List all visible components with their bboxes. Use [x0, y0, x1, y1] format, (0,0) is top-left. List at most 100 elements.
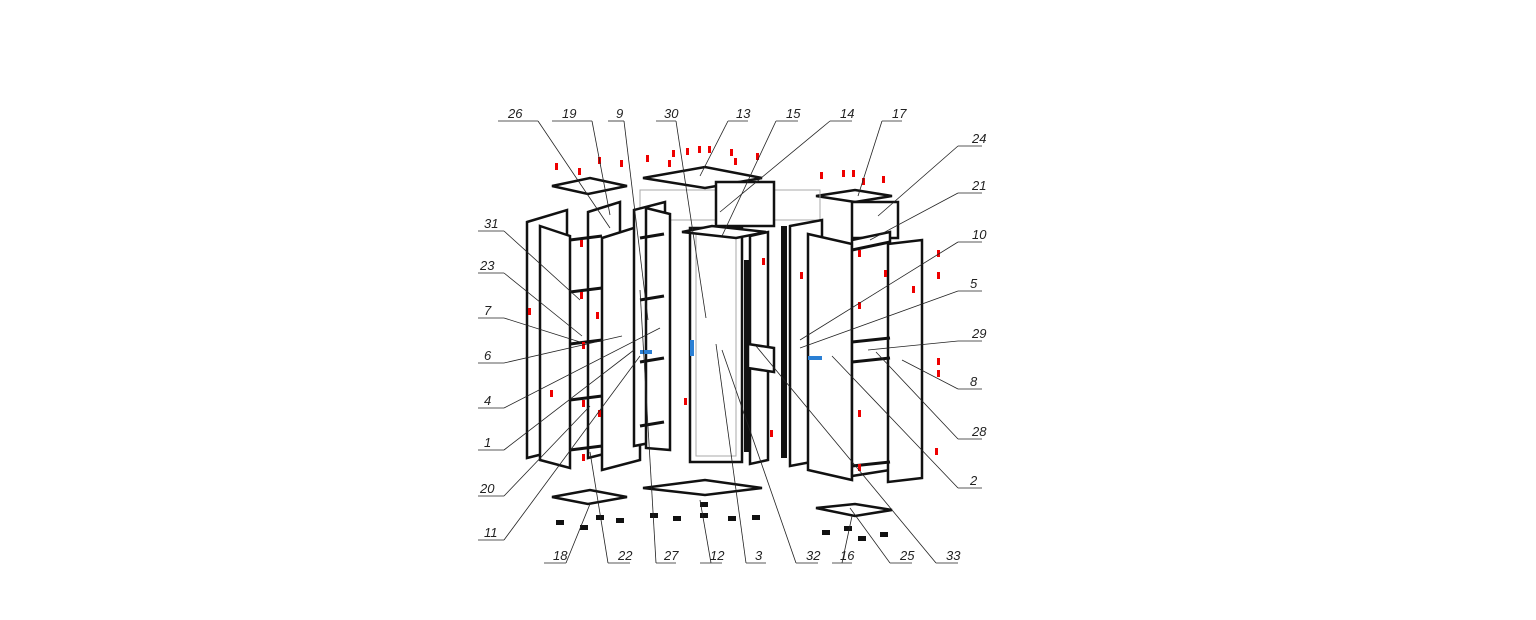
callout-label: 10	[972, 227, 987, 242]
callout-6: 6	[478, 335, 623, 364]
callout-17: 17	[857, 106, 907, 197]
fastener	[708, 146, 711, 153]
leveling-foot	[616, 518, 624, 523]
fastener	[852, 170, 855, 177]
leader-line	[537, 120, 611, 229]
callout-label: 7	[484, 303, 492, 318]
fastener	[620, 160, 623, 167]
callout-16: 16	[832, 515, 855, 564]
callout-label: 17	[892, 106, 907, 121]
leader-line	[799, 241, 959, 341]
leveling-foot	[728, 516, 736, 521]
leader-line	[503, 349, 635, 451]
callout-32: 32	[721, 349, 821, 564]
callout-label: 6	[484, 348, 492, 363]
leader-line	[841, 515, 853, 564]
fastener	[578, 168, 581, 175]
callout-20: 20	[478, 405, 591, 497]
plinth-left	[551, 488, 628, 506]
leveling-foot	[650, 513, 658, 518]
leader-line	[503, 230, 581, 301]
leader-line	[503, 317, 581, 343]
leveling-foot	[858, 536, 866, 541]
plinth-corner	[642, 478, 763, 497]
callout-18: 18	[544, 503, 591, 564]
leader-line	[719, 120, 831, 213]
callout-label: 11	[484, 525, 498, 540]
top-panel-right	[815, 188, 893, 204]
fastener	[550, 390, 553, 397]
leader-line	[755, 345, 937, 564]
callout-label: 31	[484, 216, 498, 231]
right-inner-panel	[850, 230, 892, 478]
fastener	[698, 146, 701, 153]
fastener	[858, 302, 861, 309]
callout-4: 4	[478, 327, 661, 409]
callout-label: 32	[806, 548, 821, 563]
top-panel-left	[551, 176, 628, 196]
callout-1: 1	[478, 349, 635, 451]
callout-19: 19	[552, 106, 611, 216]
fastener	[555, 163, 558, 170]
fastener	[596, 312, 599, 319]
callout-label: 30	[664, 106, 679, 121]
leveling-foot	[556, 520, 564, 525]
fastener	[937, 272, 940, 279]
leader-line	[901, 359, 959, 390]
callout-12: 12	[699, 499, 725, 564]
fasteners	[528, 146, 940, 471]
fastener	[582, 342, 585, 349]
leveling-foot	[844, 526, 852, 531]
leveling-foot	[580, 525, 588, 530]
callout-33: 33	[755, 345, 961, 564]
fastener	[884, 270, 887, 277]
bracket-33	[746, 342, 776, 374]
fastener	[937, 250, 940, 257]
callout-label: 29	[971, 326, 986, 341]
leader-line	[565, 503, 591, 564]
leader-line	[699, 120, 729, 177]
callout-13: 13	[699, 106, 751, 177]
callout-26: 26	[498, 106, 611, 229]
fastener	[686, 148, 689, 155]
fastener	[820, 172, 823, 179]
left-door	[538, 224, 572, 470]
callout-8: 8	[901, 359, 982, 390]
fastener	[937, 358, 940, 365]
fastener	[580, 240, 583, 247]
callout-label: 26	[507, 106, 523, 121]
callout-label: 20	[479, 481, 495, 496]
leveling-foot	[700, 502, 708, 507]
callout-14: 14	[719, 106, 854, 213]
callout-label: 15	[786, 106, 801, 121]
hinge	[808, 356, 822, 360]
leveling-foot	[700, 513, 708, 518]
fastener	[935, 448, 938, 455]
callout-label: 21	[971, 178, 986, 193]
callout-22: 22	[589, 451, 633, 564]
callout-9: 9	[608, 106, 649, 321]
leveling-foot	[673, 516, 681, 521]
leader-line	[503, 335, 623, 364]
fastener	[672, 150, 675, 157]
leader-line	[721, 349, 797, 564]
callout-24: 24	[877, 131, 986, 217]
fastener	[770, 430, 773, 437]
fastener	[582, 454, 585, 461]
right-divider	[781, 226, 787, 458]
leader-line	[857, 120, 883, 197]
fastener	[882, 176, 885, 183]
callout-11: 11	[478, 355, 641, 541]
callout-21: 21	[869, 178, 986, 241]
callout-label: 9	[616, 106, 623, 121]
leader-line	[869, 192, 959, 241]
callout-30: 30	[656, 106, 707, 319]
callout-5: 5	[799, 276, 982, 349]
feet	[556, 502, 888, 541]
fastener	[858, 250, 861, 257]
callout-10: 10	[799, 227, 987, 341]
fastener	[842, 170, 845, 177]
callout-label: 25	[899, 548, 915, 563]
callout-29: 29	[867, 326, 986, 351]
